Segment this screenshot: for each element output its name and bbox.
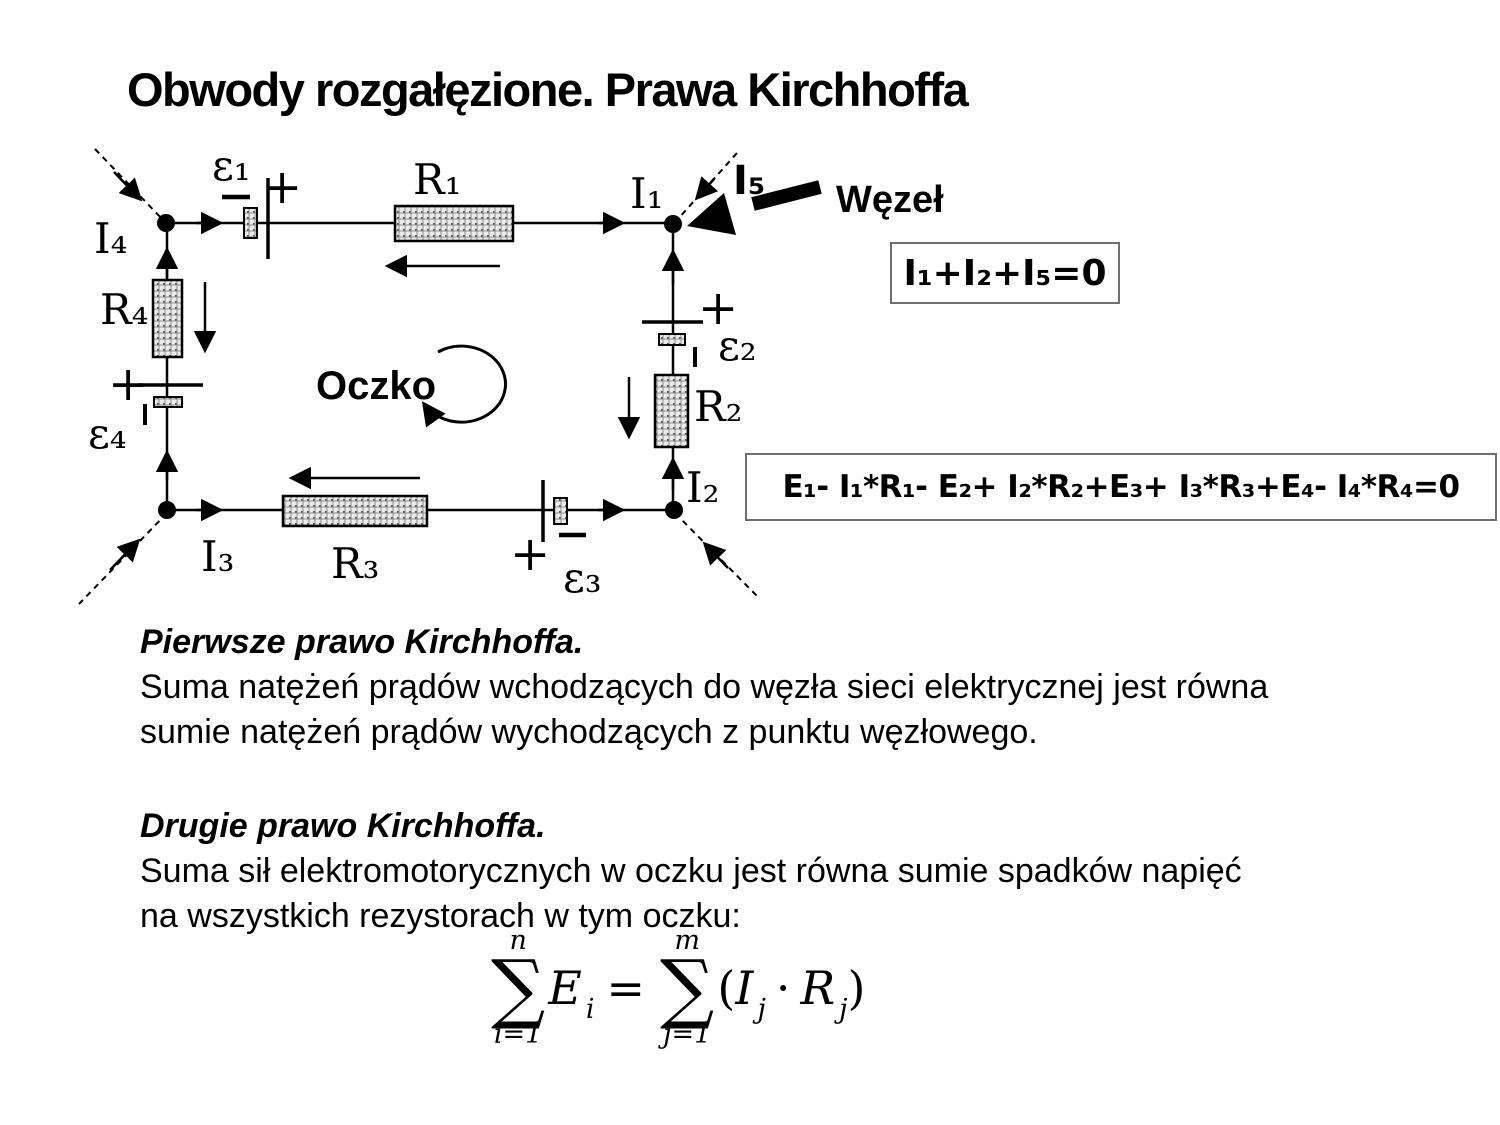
wezel-arrow	[687, 180, 822, 235]
node-dot-bottom-left	[158, 501, 176, 519]
label-e1: ε₁	[212, 141, 251, 190]
label-e3: ε₃	[563, 553, 602, 602]
label-r4: R₄	[100, 285, 148, 334]
label-e4: ε₄	[88, 409, 127, 458]
label-i4: I₄	[94, 214, 127, 263]
label-i5: I₅	[733, 158, 765, 204]
first-law-heading: Pierwsze prawo Kirchhoffa.	[140, 623, 584, 661]
node-dot-bottom-right	[665, 501, 683, 519]
wezel-arrowhead	[687, 193, 736, 235]
battery-e2	[642, 320, 703, 367]
sigma-icon: ∑	[491, 943, 546, 1032]
loop-arrow	[421, 344, 507, 428]
battery-e3-short-plate	[553, 497, 568, 525]
resistor-r2	[653, 373, 690, 449]
sum2-upper-limit: m	[674, 925, 700, 956]
plus-e4: +	[108, 356, 148, 412]
second-law-line2: na wszystkich rezystorach w tym oczku:	[140, 897, 741, 935]
branch-top-left	[94, 148, 165, 222]
branch-arrows	[109, 171, 729, 571]
current-arrow-into-node4	[702, 541, 729, 569]
close-paren: )	[847, 961, 866, 1015]
node-dot-top-right	[664, 215, 682, 233]
emf-subscript: i	[585, 994, 595, 1025]
equals-sign: =	[606, 961, 646, 1015]
node-equation-box: I₁+I₂+I₅=0	[890, 242, 1120, 304]
resistor-r1	[393, 204, 515, 243]
wezel-arrow-shaft	[751, 180, 822, 211]
sum1-lower-limit: i=1	[493, 1019, 543, 1050]
current-subscript: j	[757, 994, 766, 1025]
circuit-diagram: I₄ ε₁ R₁ I₁ R₄ ε₄ ε₂ R₂ I₂ I₃ R₃ ε₃ + + …	[78, 141, 944, 605]
emf-symbol: E	[548, 961, 582, 1015]
current-arrow-into-node3	[109, 538, 141, 571]
resistance-subscript: j	[839, 994, 848, 1025]
label-i2: I₂	[686, 463, 719, 512]
sum1-upper-limit: n	[509, 925, 527, 956]
loop-equation-box: E₁- I₁*R₁- E₂+ I₂*R₂+E₃+ I₃*R₃+E₄- I₄*R₄…	[745, 453, 1497, 521]
resistance-symbol: R	[800, 961, 836, 1015]
wire-arrows	[155, 211, 685, 522]
second-law-paragraph: Drugie prawo Kirchhoffa. Suma sił elektr…	[140, 804, 1242, 939]
label-i1: I₁	[630, 169, 663, 218]
label-e2: ε₂	[718, 321, 757, 370]
battery-e1-short-plate	[243, 207, 258, 239]
component-labels: I₄ ε₁ R₁ I₁ R₄ ε₄ ε₂ R₂ I₂ I₃ R₃ ε₃	[88, 141, 757, 602]
loop-equation: E₁- I₁*R₁- E₂+ I₂*R₂+E₃+ I₃*R₃+E₄- I₄*R₄…	[782, 469, 1460, 505]
plus-e1: +	[262, 159, 302, 215]
resistor-r4	[151, 278, 184, 359]
battery-e4-short-plate	[153, 396, 183, 408]
sum2-lower-limit: j=1	[663, 1019, 712, 1050]
node-dots	[157, 214, 683, 519]
current-arrow-i5	[694, 176, 719, 201]
plus-e3: +	[510, 526, 550, 582]
first-law-line1: Suma natężeń prądów wchodzących do węzła…	[140, 668, 1269, 706]
label-r2: R₂	[694, 382, 742, 431]
first-law-paragraph: Pierwsze prawo Kirchhoffa. Suma natężeń …	[140, 620, 1268, 755]
branch-bottom-left	[78, 512, 168, 605]
battery-plus-signs: + + + +	[108, 159, 738, 582]
plus-e2: +	[698, 280, 738, 336]
label-i3: I₃	[201, 532, 234, 581]
battery-e4	[138, 383, 203, 425]
second-law-line1: Suma sił elektromotorycznych w oczku jes…	[140, 852, 1242, 890]
battery-e1	[222, 178, 270, 259]
multiplication-dot: ·	[775, 961, 791, 1015]
resistors	[151, 204, 690, 528]
node-dot-top-left	[157, 214, 175, 232]
oczko-label: Oczko	[316, 364, 436, 408]
node-equation: I₁+I₂+I₅=0	[903, 252, 1107, 294]
current-arrow-into-node1	[113, 171, 143, 202]
battery-e3	[541, 480, 586, 542]
sigma-icon: ∑	[660, 943, 715, 1032]
open-paren: (	[717, 961, 736, 1015]
sum-over-emfs: n ∑ i=1	[491, 926, 545, 1050]
wezel-label: Węzeł	[836, 179, 944, 221]
resistor-r3	[281, 494, 429, 528]
current-symbol: I	[735, 961, 754, 1015]
sum-over-resistors: m ∑ j=1	[660, 926, 714, 1050]
loop-direction-arrows	[193, 254, 641, 490]
first-law-line2: sumie natężeń prądów wychodzących z punk…	[140, 713, 1038, 751]
second-law-heading: Drugie prawo Kirchhoffa.	[140, 807, 546, 845]
battery-e2-short-plate	[658, 333, 686, 346]
label-r3: R₃	[331, 539, 379, 588]
label-r1: R₁	[413, 155, 461, 204]
page-title: Obwody rozgałęzione. Prawa Kirchhoffa	[127, 63, 969, 116]
